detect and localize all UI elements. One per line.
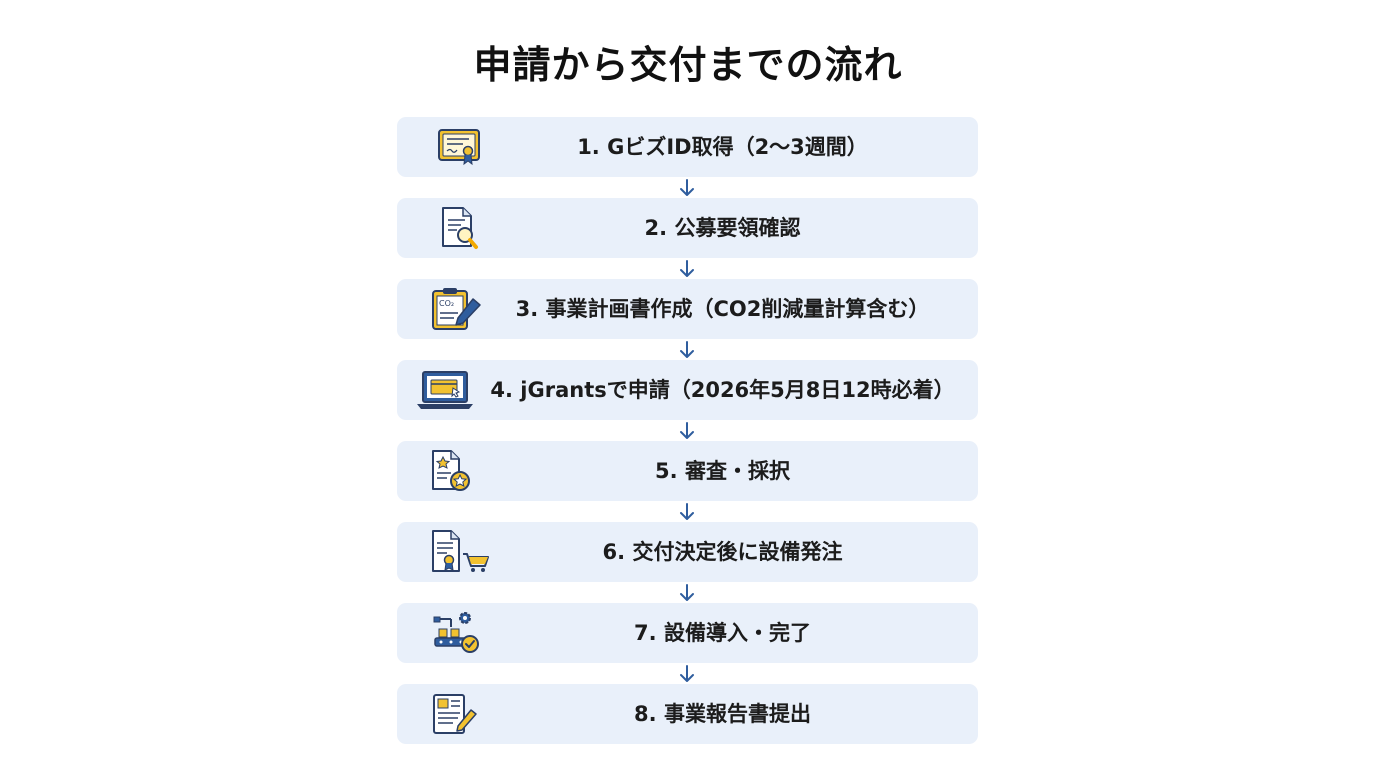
flow-step-6-label: 6. 交付決定後に設備発注	[602, 540, 843, 564]
arrow-down-icon	[680, 503, 694, 520]
flow-step-3-label: 3. 事業計画書作成（CO2削減量計算含む）	[515, 297, 930, 321]
arrow-down-icon	[680, 179, 694, 196]
flow-arrow-7	[397, 663, 978, 684]
flow-arrow-5	[397, 501, 978, 522]
page-title: 申請から交付までの流れ	[473, 43, 903, 87]
clipboard-co2-text: CO₂	[439, 299, 454, 308]
document-cart-icon	[425, 528, 493, 576]
arrow-down-icon	[680, 341, 694, 358]
arrow-down-icon	[680, 422, 694, 439]
flow-step-8: 8. 事業報告書提出	[397, 684, 978, 744]
document-search-icon	[425, 204, 493, 252]
flow-step-5-label: 5. 審査・採択	[655, 459, 790, 483]
arrow-down-icon	[680, 584, 694, 601]
flow-step-8-label: 8. 事業報告書提出	[634, 702, 811, 726]
flow-step-4-label: 4. jGrantsで申請（2026年5月8日12時必着）	[490, 378, 955, 402]
process-flow: 1. GビズID取得（2〜3週間） 2. 公募要領確認	[397, 117, 978, 744]
flow-step-2-label: 2. 公募要領確認	[644, 216, 801, 240]
document-star-icon	[425, 447, 493, 495]
report-pencil-icon	[425, 690, 493, 738]
factory-gear-check-icon	[425, 609, 493, 657]
flow-step-3: CO₂ 3. 事業計画書作成（CO2削減量計算含む）	[397, 279, 978, 339]
flow-step-5: 5. 審査・採択	[397, 441, 978, 501]
flow-step-1-label: 1. GビズID取得（2〜3週間）	[577, 135, 868, 159]
flow-step-4: 4. jGrantsで申請（2026年5月8日12時必着）	[397, 360, 978, 420]
arrow-down-icon	[680, 665, 694, 682]
flow-step-1: 1. GビズID取得（2〜3週間）	[397, 117, 978, 177]
flow-step-7-label: 7. 設備導入・完了	[634, 621, 811, 645]
clipboard-co2-icon: CO₂	[425, 285, 493, 333]
flow-arrow-1	[397, 177, 978, 198]
flow-step-2: 2. 公募要領確認	[397, 198, 978, 258]
arrow-down-icon	[680, 260, 694, 277]
flow-arrow-6	[397, 582, 978, 603]
flow-arrow-3	[397, 339, 978, 360]
flow-arrow-4	[397, 420, 978, 441]
flow-step-7: 7. 設備導入・完了	[397, 603, 978, 663]
laptop-icon	[413, 366, 481, 414]
flow-step-6: 6. 交付決定後に設備発注	[397, 522, 978, 582]
flow-arrow-2	[397, 258, 978, 279]
certificate-icon	[425, 123, 493, 171]
